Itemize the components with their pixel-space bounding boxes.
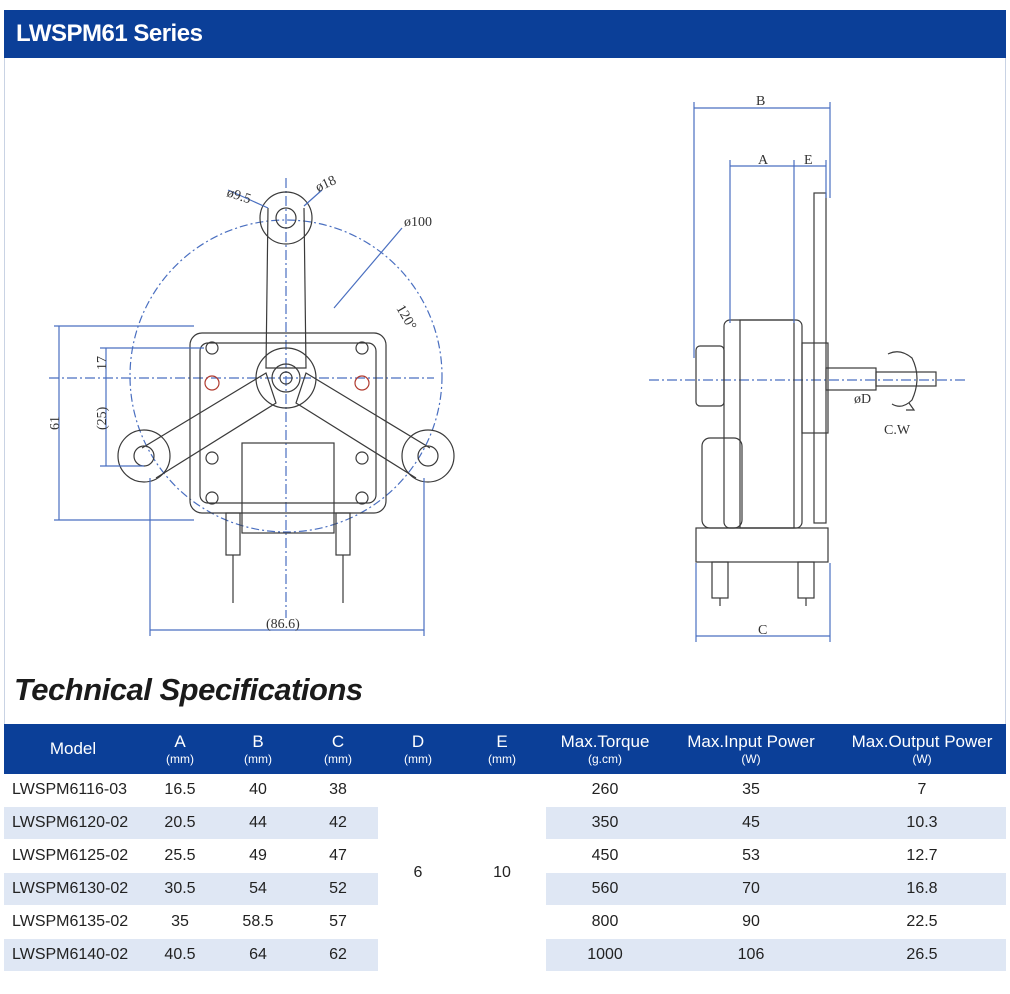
cell-B: 58.5 <box>218 905 298 939</box>
cell-output: 22.5 <box>838 905 1006 939</box>
label-A: A <box>758 153 769 168</box>
table-row: LWSPM6130-02 30.5 54 52 560 70 16.8 <box>4 872 1006 906</box>
label-61: 61 <box>48 416 63 430</box>
col-C: C(mm) <box>298 724 378 774</box>
cell-B: 54 <box>218 872 298 906</box>
cell-torque: 350 <box>546 806 664 840</box>
label-86-6: (86.6) <box>266 617 300 632</box>
label-17: 17 <box>95 356 110 370</box>
table-row: LWSPM6125-02 25.5 49 47 450 53 12.7 <box>4 839 1006 873</box>
label-B: B <box>756 94 765 109</box>
cell-C: 62 <box>298 938 378 972</box>
cell-output: 10.3 <box>838 806 1006 840</box>
cell-C: 57 <box>298 905 378 939</box>
cell-output: 16.8 <box>838 872 1006 906</box>
label-E: E <box>804 153 813 168</box>
spec-table: Model A(mm) B(mm) C(mm) D(mm) E(mm) Max.… <box>4 724 1006 972</box>
spec-header-row: Model A(mm) B(mm) C(mm) D(mm) E(mm) Max.… <box>4 724 1006 774</box>
cell-E-shared: 10 <box>458 774 546 972</box>
col-max-input-power: Max.Input Power(W) <box>664 724 838 774</box>
cell-C: 38 <box>298 774 378 807</box>
label-phi-9-5: ø9.5 <box>225 186 253 208</box>
cell-output: 26.5 <box>838 938 1006 972</box>
label-25: (25) <box>95 406 110 430</box>
col-A: A(mm) <box>142 724 218 774</box>
cell-D-shared: 6 <box>378 774 458 972</box>
label-cw: C.W <box>884 423 911 438</box>
cell-A: 30.5 <box>142 872 218 906</box>
cell-C: 47 <box>298 839 378 873</box>
cell-C: 52 <box>298 872 378 906</box>
cell-model: LWSPM6135-02 <box>4 905 142 939</box>
label-phi-D: øD <box>854 392 871 407</box>
table-row: LWSPM6120-02 20.5 44 42 350 45 10.3 <box>4 806 1006 840</box>
col-E: E(mm) <box>458 724 546 774</box>
col-max-output-power: Max.Output Power(W) <box>838 724 1006 774</box>
cell-torque: 560 <box>546 872 664 906</box>
cell-A: 20.5 <box>142 806 218 840</box>
table-row: LWSPM6116-03 16.5 40 38 6 10 260 35 7 <box>4 774 1006 972</box>
cell-B: 49 <box>218 839 298 873</box>
label-C: C <box>758 623 767 638</box>
motor-drawing: ø9.5 ø18 ø100 120° 17 (25) 61 (86.6) B A… <box>48 94 966 642</box>
cell-B: 40 <box>218 774 298 807</box>
col-B: B(mm) <box>218 724 298 774</box>
label-phi-100: ø100 <box>404 215 432 230</box>
col-model: Model <box>4 724 142 774</box>
col-D: D(mm) <box>378 724 458 774</box>
cell-A: 35 <box>142 905 218 939</box>
cell-output: 12.7 <box>838 839 1006 873</box>
cell-input: 106 <box>664 938 838 972</box>
cell-model: LWSPM6116-03 <box>4 774 142 807</box>
series-title: LWSPM61 Series <box>16 20 203 47</box>
cell-B: 44 <box>218 806 298 840</box>
cell-torque: 450 <box>546 839 664 873</box>
cell-A: 16.5 <box>142 774 218 807</box>
cell-A: 40.5 <box>142 938 218 972</box>
table-row: LWSPM6140-02 40.5 64 62 1000 106 26.5 <box>4 938 1006 972</box>
cell-C: 42 <box>298 806 378 840</box>
spec-title: Technical Specifications <box>14 672 363 707</box>
cell-model: LWSPM6120-02 <box>4 806 142 840</box>
cell-input: 45 <box>664 806 838 840</box>
cell-input: 53 <box>664 839 838 873</box>
cell-model: LWSPM6125-02 <box>4 839 142 873</box>
cell-model: LWSPM6140-02 <box>4 938 142 972</box>
label-120-deg: 120° <box>393 303 419 334</box>
cell-output: 7 <box>838 774 1006 807</box>
cell-torque: 260 <box>546 774 664 807</box>
table-row: LWSPM6135-02 35 58.5 57 800 90 22.5 <box>4 905 1006 939</box>
cell-input: 35 <box>664 774 838 807</box>
cell-input: 70 <box>664 872 838 906</box>
cell-A: 25.5 <box>142 839 218 873</box>
cell-input: 90 <box>664 905 838 939</box>
cell-torque: 1000 <box>546 938 664 972</box>
label-phi-18: ø18 <box>313 173 338 195</box>
series-header: LWSPM61 Series <box>4 10 1006 58</box>
cell-B: 64 <box>218 938 298 972</box>
cell-torque: 800 <box>546 905 664 939</box>
cell-model: LWSPM6130-02 <box>4 872 142 906</box>
col-max-torque: Max.Torque(g.cm) <box>546 724 664 774</box>
